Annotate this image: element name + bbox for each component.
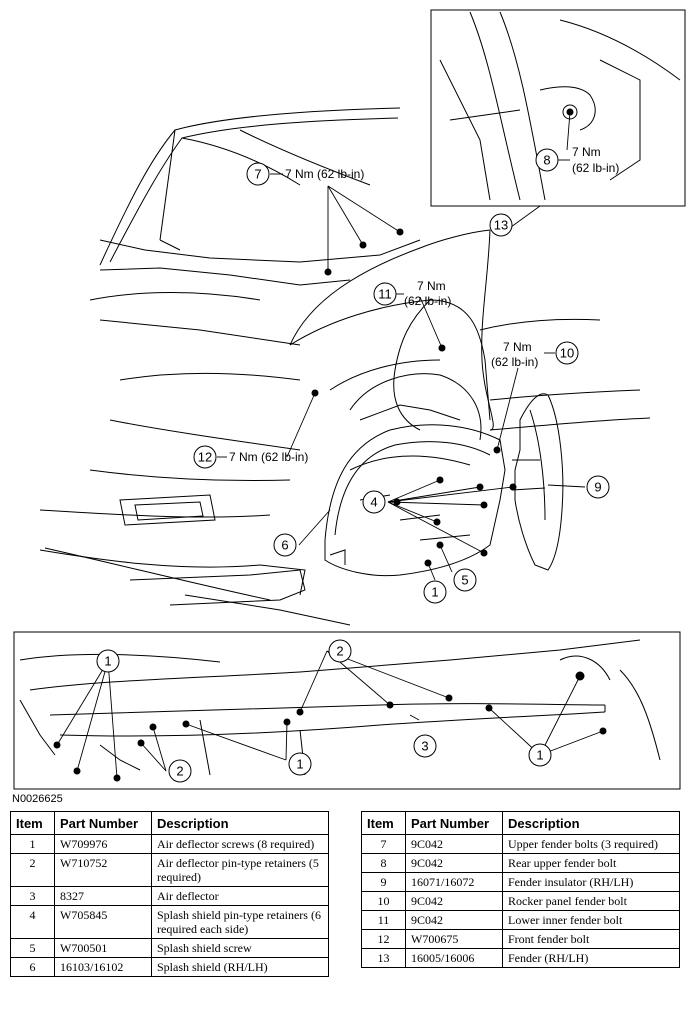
item-cell: 1 <box>10 834 55 854</box>
part-number-cell: W700501 <box>54 938 152 958</box>
item-cell: 6 <box>10 957 55 977</box>
callout-circles <box>96 148 610 783</box>
header-description: Description <box>151 811 329 835</box>
callout-4: 4 <box>370 495 377 510</box>
description-cell: Fender (RH/LH) <box>502 948 680 968</box>
header-part-number: Part Number <box>54 811 152 835</box>
part-number-cell: 9C042 <box>405 853 503 873</box>
description-cell: Splash shield screw <box>151 938 329 958</box>
callout-2: 2 <box>176 764 183 779</box>
item-cell: 13 <box>361 948 406 968</box>
callout-1: 1 <box>296 757 303 772</box>
torque-label-8: 7 Nm <box>572 145 601 159</box>
header-description: Description <box>502 811 680 835</box>
torque-label-12: 7 Nm (62 lb-in) <box>229 450 308 464</box>
part-number-cell: 9C042 <box>405 834 503 854</box>
air-deflector-inset-frame <box>13 631 681 790</box>
description-cell: Splash shield (RH/LH) <box>151 957 329 977</box>
part-number-cell: 16071/16072 <box>405 872 503 892</box>
torque-label-11: 7 Nm <box>417 279 446 293</box>
description-cell: Upper fender bolts (3 required) <box>502 834 680 854</box>
callout-1: 1 <box>431 585 438 600</box>
torque-label-10-inlb: (62 lb-in) <box>491 355 538 369</box>
header-part-number: Part Number <box>405 811 503 835</box>
callout-6: 6 <box>281 538 288 553</box>
description-cell: Splash shield pin-type retainers (6 requ… <box>151 905 329 939</box>
item-cell: 7 <box>361 834 406 854</box>
callout-7: 7 <box>254 167 261 182</box>
figure-id: N0026625 <box>12 793 63 805</box>
item-cell: 2 <box>10 853 55 887</box>
callout-10: 10 <box>560 346 574 361</box>
leader-lines <box>56 111 604 779</box>
part-number-cell: 16005/16006 <box>405 948 503 968</box>
description-cell: Air deflector screws (8 required) <box>151 834 329 854</box>
callout-8: 8 <box>543 153 550 168</box>
part-number-cell: W705845 <box>54 905 152 939</box>
description-cell: Air deflector pin-type retainers (5 requ… <box>151 853 329 887</box>
item-cell: 8 <box>361 853 406 873</box>
vehicle-line-art <box>39 107 651 568</box>
item-cell: 3 <box>10 886 55 906</box>
item-cell: 9 <box>361 872 406 892</box>
air-deflector-inset-art <box>19 639 661 776</box>
item-cell: 11 <box>361 910 406 930</box>
description-cell: Rocker panel fender bolt <box>502 891 680 911</box>
description-cell: Air deflector <box>151 886 329 906</box>
detail-inset-art <box>439 11 681 201</box>
part-number-cell: W700675 <box>405 929 503 949</box>
part-number-cell: 16103/16102 <box>54 957 152 977</box>
description-cell: Rear upper fender bolt <box>502 853 680 873</box>
description-cell: Lower inner fender bolt <box>502 910 680 930</box>
item-cell: 10 <box>361 891 406 911</box>
part-number-cell: W710752 <box>54 853 152 887</box>
callout-5: 5 <box>461 573 468 588</box>
splash-shield <box>324 424 506 577</box>
torque-label-10: 7 Nm <box>503 340 532 354</box>
callout-12: 12 <box>198 450 212 465</box>
air-deflector-main <box>44 547 351 626</box>
fasteners-inset <box>53 671 607 782</box>
item-cell: 4 <box>10 905 55 939</box>
callout-2: 2 <box>336 644 343 659</box>
callout-3: 3 <box>421 739 428 754</box>
callout-11: 11 <box>378 287 392 302</box>
part-number-cell: 9C042 <box>405 891 503 911</box>
header-item: Item <box>361 811 406 835</box>
torque-label-7: 7 Nm (62 lb-in) <box>285 167 364 181</box>
torque-label-8-inlb: (62 lb-in) <box>572 161 619 175</box>
description-cell: Front fender bolt <box>502 929 680 949</box>
part-number-cell: W709976 <box>54 834 152 854</box>
fender-assembly-diagram: 7 8 13 11 10 12 4 9 6 5 1 1 2 2 1 3 1 7 … <box>13 9 686 790</box>
header-item: Item <box>10 811 55 835</box>
detail-inset-frame <box>430 9 686 207</box>
part-number-cell: 8327 <box>54 886 152 906</box>
torque-label-11-inlb: (62 lb-in) <box>404 294 451 308</box>
callout-13: 13 <box>494 218 508 233</box>
item-cell: 12 <box>361 929 406 949</box>
description-cell: Fender insulator (RH/LH) <box>502 872 680 892</box>
part-number-cell: 9C042 <box>405 910 503 930</box>
fender-insulator <box>511 393 564 571</box>
callout-1: 1 <box>104 654 111 669</box>
callout-1: 1 <box>536 748 543 763</box>
callout-9: 9 <box>594 480 601 495</box>
item-cell: 5 <box>10 938 55 958</box>
